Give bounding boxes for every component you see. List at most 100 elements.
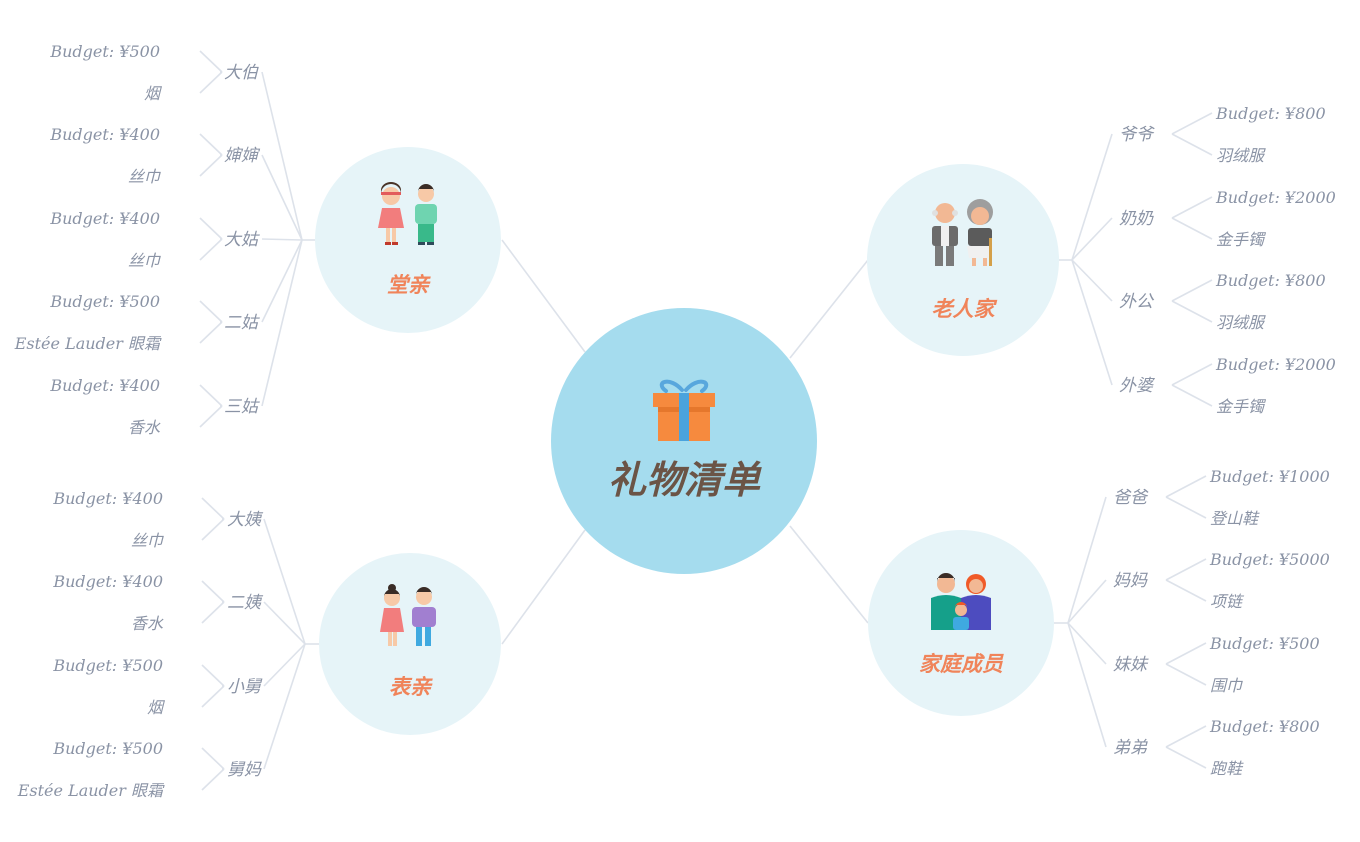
- connector-laorenjia-member-0: [1071, 133, 1113, 261]
- connector-biaoqin-budget-1: [201, 580, 225, 603]
- family-icon: [931, 573, 991, 630]
- connector-jiating-member-0: [1067, 496, 1107, 624]
- connector-laorenjia-gift-1: [1171, 217, 1213, 240]
- couple-young-icon: [378, 182, 437, 245]
- connector-laorenjia-budget-0: [1171, 112, 1213, 135]
- group-node-biaoqin[interactable]: 表亲: [319, 553, 501, 735]
- member-gift-laorenjia-1: 金手镯: [1216, 230, 1267, 249]
- member-gift-biaoqin-2: 烟: [147, 698, 166, 717]
- center-node[interactable]: 礼物清单: [551, 308, 817, 574]
- connector-jiating-budget-3: [1165, 725, 1207, 748]
- member-budget-jiating-3: Budget: ¥800: [1209, 717, 1320, 736]
- member-name-tangqin-4: 三姑: [224, 397, 260, 417]
- member-name-tangqin-3: 二姑: [224, 313, 260, 333]
- member-name-laorenjia-3: 外婆: [1119, 376, 1156, 396]
- center-title: 礼物清单: [608, 458, 762, 502]
- member-name-biaoqin-1: 二姨: [227, 593, 264, 613]
- member-gift-jiating-0: 登山鞋: [1210, 509, 1260, 528]
- connector-tangqin-budget-0: [199, 50, 223, 73]
- connector-center-biaoqin: [501, 529, 586, 645]
- member-budget-biaoqin-0: Budget: ¥400: [52, 489, 163, 508]
- member-gift-biaoqin-3: Estée Lauder 眼霜: [17, 781, 165, 800]
- couple-casual-icon: [380, 584, 436, 646]
- member-budget-tangqin-4: Budget: ¥400: [49, 376, 160, 395]
- connector-laorenjia-member-1: [1071, 217, 1113, 261]
- member-gift-jiating-2: 围巾: [1210, 676, 1243, 695]
- connector-laorenjia-gift-3: [1171, 384, 1213, 407]
- member-gift-biaoqin-1: 香水: [131, 614, 164, 633]
- connector-biaoqin-gift-3: [201, 768, 225, 791]
- member-gift-jiating-1: 项链: [1210, 592, 1245, 611]
- connector-jiating-member-3: [1067, 622, 1107, 748]
- connector-jiating-member-1: [1067, 579, 1107, 624]
- member-gift-tangqin-3: Estée Lauder 眼霜: [14, 334, 162, 353]
- connector-biaoqin-gift-0: [201, 518, 225, 541]
- member-budget-tangqin-1: Budget: ¥400: [49, 125, 160, 144]
- member-budget-biaoqin-3: Budget: ¥500: [52, 739, 163, 758]
- member-gift-laorenjia-2: 羽绒服: [1216, 313, 1266, 332]
- connector-tangqin-budget-1: [199, 133, 223, 156]
- connector-laorenjia-budget-2: [1171, 279, 1213, 302]
- member-budget-laorenjia-3: Budget: ¥2000: [1215, 355, 1336, 374]
- connector-tangqin-member-4: [261, 239, 303, 407]
- member-budget-jiating-0: Budget: ¥1000: [1209, 467, 1330, 486]
- connector-jiating-gift-1: [1165, 579, 1207, 602]
- member-budget-laorenjia-0: Budget: ¥800: [1215, 104, 1326, 123]
- elderly-couple-icon: [932, 199, 993, 266]
- connector-tangqin-member-0: [261, 71, 303, 241]
- connector-tangqin-gift-1: [199, 154, 223, 177]
- group-node-laorenjia[interactable]: 老人家: [867, 164, 1059, 356]
- member-name-tangqin-2: 大姑: [224, 230, 260, 250]
- group-label-tangqin: 堂亲: [387, 273, 431, 297]
- member-gift-laorenjia-3: 金手镯: [1216, 397, 1267, 416]
- connector-tangqin-budget-2: [199, 217, 223, 240]
- member-name-biaoqin-0: 大姨: [227, 510, 264, 530]
- connector-center-tangqin: [501, 239, 586, 353]
- connector-biaoqin-member-2: [263, 643, 306, 687]
- connector-tangqin-member-3: [261, 239, 303, 323]
- member-budget-tangqin-3: Budget: ¥500: [49, 292, 160, 311]
- connectors: [302, 239, 1072, 645]
- member-budget-jiating-2: Budget: ¥500: [1209, 634, 1320, 653]
- group-label-biaoqin: 表亲: [389, 675, 433, 699]
- member-budget-laorenjia-1: Budget: ¥2000: [1215, 188, 1336, 207]
- connector-biaoqin-member-0: [263, 518, 306, 645]
- member-name-tangqin-1: 婶婶: [224, 146, 261, 166]
- connector-jiating-budget-0: [1165, 475, 1207, 498]
- member-name-jiating-0: 爸爸: [1113, 488, 1149, 508]
- group-circle-biaoqin: [319, 553, 501, 735]
- connector-biaoqin-budget-3: [201, 747, 225, 770]
- connector-biaoqin-gift-1: [201, 601, 225, 624]
- member-name-laorenjia-1: 奶奶: [1119, 209, 1154, 229]
- connector-tangqin-budget-4: [199, 384, 223, 407]
- connector-center-jiating: [789, 525, 869, 624]
- member-name-jiating-2: 妹妹: [1113, 655, 1149, 675]
- member-name-laorenjia-2: 外公: [1119, 292, 1155, 312]
- member-budget-biaoqin-1: Budget: ¥400: [52, 572, 163, 591]
- connector-laorenjia-member-2: [1071, 259, 1113, 302]
- member-name-biaoqin-3: 舅妈: [227, 760, 262, 780]
- group-node-jiating[interactable]: 家庭成员: [868, 530, 1054, 716]
- connector-biaoqin-member-3: [263, 643, 306, 770]
- connector-tangqin-member-1: [261, 154, 303, 241]
- member-gift-tangqin-0: 烟: [144, 84, 163, 103]
- member-name-jiating-3: 弟弟: [1113, 738, 1148, 758]
- group-label-jiating: 家庭成员: [919, 652, 1004, 676]
- group-node-tangqin[interactable]: 堂亲: [315, 147, 501, 333]
- member-gift-tangqin-1: 丝巾: [128, 167, 161, 186]
- group-circle-laorenjia: [867, 164, 1059, 356]
- connector-tangqin-gift-0: [199, 71, 223, 94]
- connector-biaoqin-member-1: [263, 601, 306, 645]
- member-gift-tangqin-2: 丝巾: [128, 251, 161, 270]
- connector-laorenjia-gift-0: [1171, 133, 1213, 156]
- member-name-laorenjia-0: 爷爷: [1119, 125, 1155, 145]
- connector-jiating-budget-1: [1165, 558, 1207, 581]
- member-budget-biaoqin-2: Budget: ¥500: [52, 656, 163, 675]
- connector-laorenjia-gift-2: [1171, 300, 1213, 323]
- member-gift-jiating-3: 跑鞋: [1210, 759, 1244, 778]
- member-gift-tangqin-4: 香水: [128, 418, 161, 437]
- connector-laorenjia-member-3: [1071, 259, 1113, 386]
- member-budget-tangqin-2: Budget: ¥400: [49, 209, 160, 228]
